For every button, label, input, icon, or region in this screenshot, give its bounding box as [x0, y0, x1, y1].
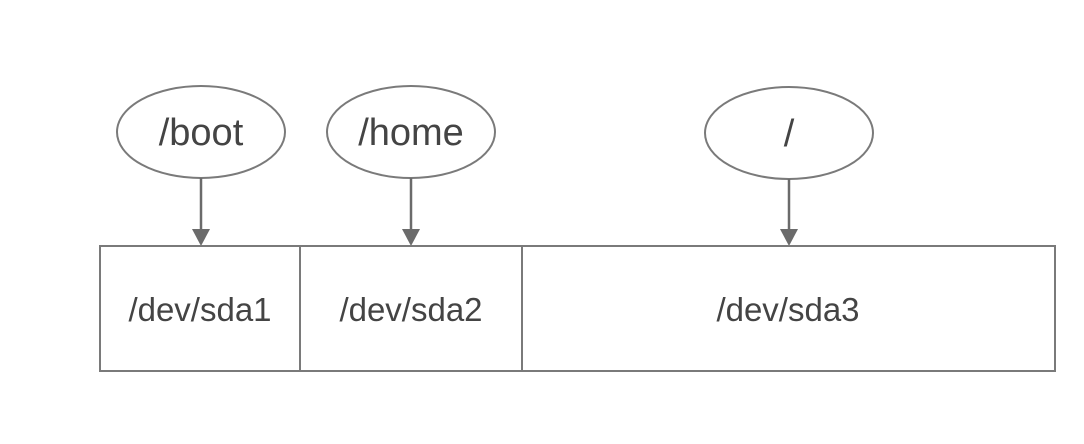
arrow-boot-to-sda1 [192, 178, 210, 246]
mount-label-boot: /boot [159, 112, 244, 154]
arrow-root-to-sda3 [780, 179, 798, 246]
arrow-home-to-sda2 [402, 178, 420, 246]
arrow-head-boot [192, 229, 210, 246]
partition-label-sda3: /dev/sda3 [716, 291, 859, 328]
partition-label-sda1: /dev/sda1 [128, 291, 271, 328]
mount-point-home: /home [326, 85, 496, 179]
mount-label-root: / [784, 113, 795, 155]
partition-sda1: /dev/sda1 [99, 245, 301, 372]
partition-box-sda1 [99, 245, 301, 372]
partition-box-sda3 [521, 245, 1056, 372]
partition-sda2: /dev/sda2 [299, 245, 523, 372]
partition-box-sda2 [299, 245, 523, 372]
mount-point-root: / [704, 86, 874, 180]
arrow-head-root [780, 229, 798, 246]
mount-label-home: /home [358, 112, 464, 154]
mount-point-boot: /boot [116, 85, 286, 179]
partition-sda3: /dev/sda3 [521, 245, 1056, 372]
partition-label-sda2: /dev/sda2 [339, 291, 482, 328]
arrow-head-home [402, 229, 420, 246]
